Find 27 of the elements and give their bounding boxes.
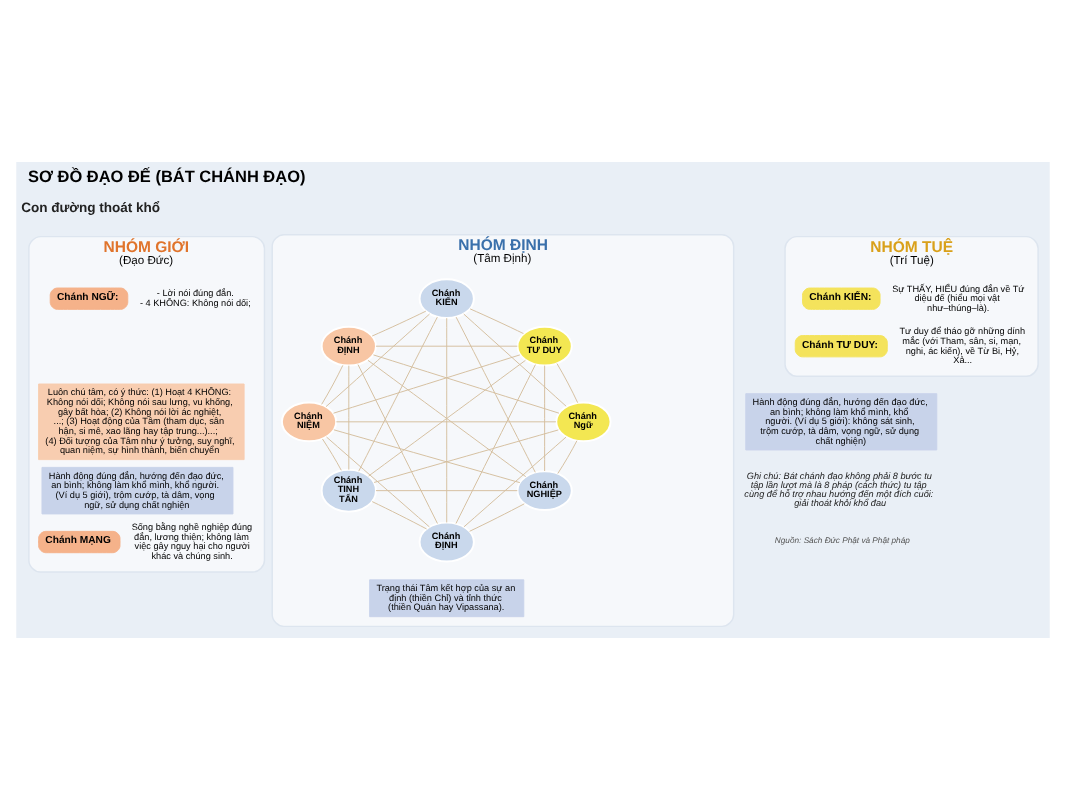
- connector: [371, 501, 428, 530]
- connector: [335, 421, 557, 423]
- diagram-title: SƠ ĐỒ ĐẠO ĐẾ (BÁT CHÁNH ĐẠO): [27, 167, 306, 186]
- connector: [358, 316, 438, 472]
- connector: [375, 345, 518, 347]
- connector: [373, 354, 560, 414]
- connector: [455, 364, 536, 524]
- connector: [469, 503, 525, 532]
- connector: [373, 429, 559, 483]
- connector: [556, 363, 579, 404]
- connector: [357, 364, 438, 524]
- connector: [322, 438, 342, 471]
- connector: [333, 429, 521, 484]
- connector: [557, 440, 578, 474]
- connector: [333, 354, 521, 414]
- connector: [375, 490, 518, 492]
- connector: [469, 308, 524, 335]
- connector: [446, 317, 448, 523]
- connector: [544, 365, 546, 472]
- connector: [348, 365, 350, 471]
- connector: [326, 436, 430, 528]
- connector: [371, 310, 427, 337]
- connector: [463, 313, 567, 407]
- connector: [325, 313, 431, 408]
- connector: [455, 316, 536, 473]
- connector: [321, 364, 344, 405]
- connector: [463, 436, 567, 528]
